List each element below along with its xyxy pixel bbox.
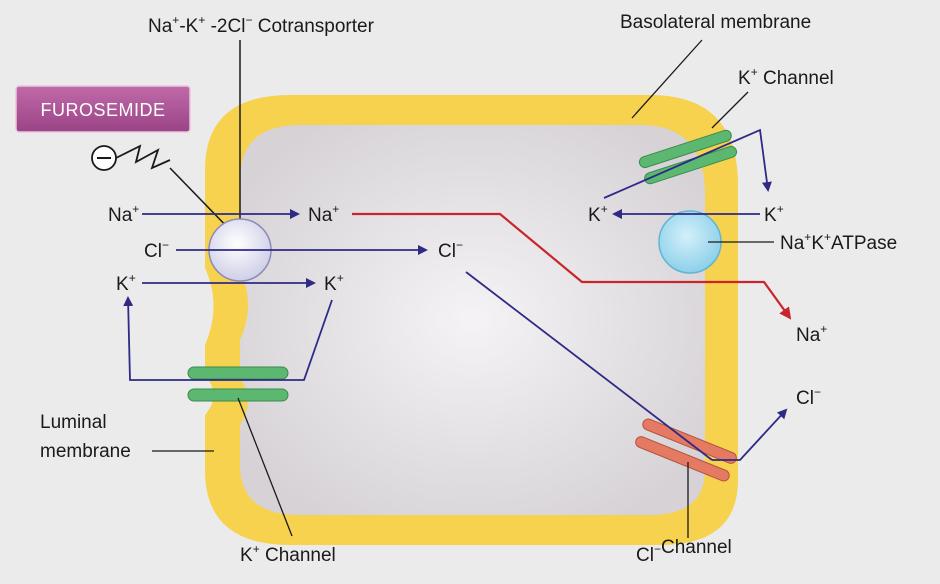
- k-basolateral-loop-arrow: [603, 128, 772, 199]
- k-left-label: K+: [116, 271, 136, 295]
- cl-mid-label: Cl−: [438, 238, 463, 262]
- cl-channel-label: Cl−Channel: [636, 537, 732, 566]
- cl-channel: [635, 418, 737, 482]
- inhibition-zigzag: [115, 144, 171, 170]
- k-channel-bottom-pointer: [237, 397, 293, 537]
- pump-label: Na+K+ATPase: [780, 230, 897, 254]
- k-channel-top-pointer: [711, 91, 749, 129]
- k-mid-label: K+: [324, 271, 344, 295]
- k-channel-luminal: [187, 366, 289, 402]
- cell-interior: [240, 125, 705, 515]
- basolateral-pointer-line: [631, 39, 703, 119]
- cl-exit-path: [465, 271, 713, 461]
- cotransporter-label: Na+-K+ -2Cl− Cotransporter: [148, 13, 375, 37]
- k-channel-basolateral: [638, 129, 738, 185]
- k-recycle-arrow: [123, 296, 333, 381]
- basolateral-membrane-label: Basolateral membrane: [620, 12, 811, 33]
- luminal-membrane-label-1: Luminal: [40, 412, 107, 433]
- furosemide-box: FUROSEMIDE: [15, 85, 191, 133]
- na-transcellular-arrow: [352, 212, 792, 320]
- cl-left-label: Cl−: [144, 238, 169, 262]
- na-out-label: Na+: [796, 322, 827, 346]
- na-left-label: Na+: [108, 202, 139, 226]
- inhibition-icon: [91, 145, 117, 171]
- k-channel-top-label: K+ Channel: [738, 65, 834, 89]
- k-pump-right-label: K+: [764, 202, 784, 226]
- k-channel-bottom-label: K+ Channel: [240, 542, 336, 566]
- furosemide-label: FUROSEMIDE: [40, 100, 165, 120]
- cl-out-label: Cl−: [796, 385, 821, 409]
- na-mid-label: Na+: [308, 202, 339, 226]
- luminal-membrane-label-2: membrane: [40, 441, 131, 462]
- k-pump-left-label: K+: [588, 202, 608, 226]
- cl-exit-arrow: [712, 408, 788, 461]
